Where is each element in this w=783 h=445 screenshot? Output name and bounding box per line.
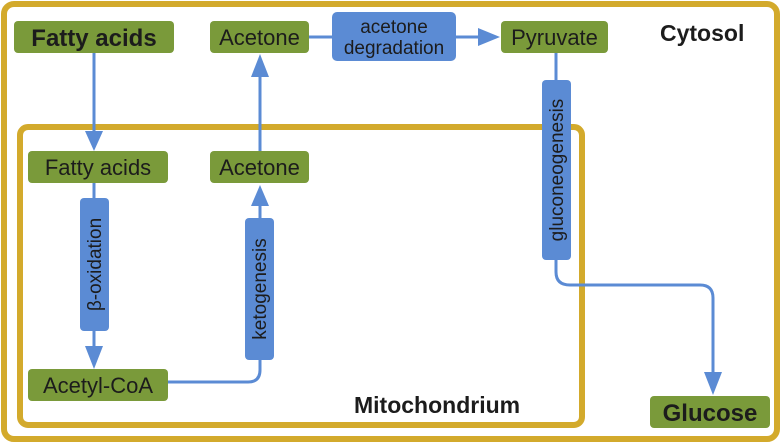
- node-fatty-acids-mito: Fatty acids: [28, 151, 168, 183]
- process-label-line2: degradation: [344, 38, 444, 59]
- process-label: β-oxidation: [85, 218, 106, 311]
- cytosol-label: Cytosol: [660, 20, 744, 46]
- node-fatty-acids-cytosol: Fatty acids: [14, 21, 174, 53]
- process-acetone-degradation: acetone degradation: [332, 12, 456, 61]
- node-pyruvate: Pyruvate: [501, 21, 608, 53]
- process-beta-oxidation: β-oxidation: [80, 198, 109, 331]
- edge-gluconeogenesis: [554, 52, 715, 380]
- node-label: Pyruvate: [511, 25, 598, 50]
- process-label: ketogenesis: [250, 238, 271, 339]
- node-label: Glucose: [663, 400, 758, 427]
- node-acetone-cytosol: Acetone: [210, 21, 309, 53]
- mitochondrium-label: Mitochondrium: [354, 392, 520, 418]
- arrowhead-acetone-cytosol: [251, 54, 269, 77]
- process-gluconeogenesis: gluconeogenesis: [542, 80, 571, 260]
- node-label: Acetone: [219, 25, 300, 50]
- arrowhead-fatty-acids-mito: [85, 131, 103, 151]
- process-label: gluconeogenesis: [547, 99, 568, 242]
- node-label: Fatty acids: [31, 25, 156, 52]
- edge-ketogenesis: [168, 200, 262, 384]
- arrowhead-pyruvate: [478, 28, 500, 46]
- node-label: Fatty acids: [45, 155, 151, 180]
- arrowhead-acetyl-coa: [85, 346, 103, 369]
- process-ketogenesis: ketogenesis: [245, 218, 274, 360]
- process-label-line1: acetone: [360, 17, 428, 38]
- node-glucose: Glucose: [650, 396, 770, 428]
- node-label: Acetone: [219, 155, 300, 180]
- mitochondrium-compartment: [17, 124, 585, 428]
- node-acetone-mito: Acetone: [210, 151, 309, 183]
- node-label: Acetyl-CoA: [43, 373, 153, 398]
- arrowhead-acetone-mito: [251, 185, 269, 206]
- arrowhead-glucose: [704, 372, 722, 395]
- node-acetyl-coa: Acetyl-CoA: [28, 369, 168, 401]
